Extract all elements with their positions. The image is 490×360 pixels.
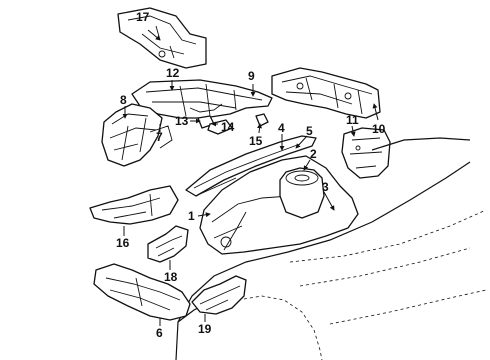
leader-1 [197, 212, 211, 218]
part-10-right-apron [271, 67, 381, 119]
part-12-upper-rail [131, 79, 273, 119]
callout-18: 18 [164, 270, 178, 284]
callout-19: 19 [198, 322, 212, 336]
part-16-lower-plate [89, 185, 179, 225]
callout-5: 5 [306, 124, 313, 138]
callout-7: 7 [156, 130, 163, 144]
callout-9: 9 [248, 69, 255, 83]
callout-4: 4 [278, 121, 285, 135]
callout-16: 16 [116, 236, 130, 250]
callout-6: 6 [156, 326, 163, 340]
part-8-front-support [101, 103, 173, 167]
callout-11: 11 [346, 113, 359, 127]
callout-3: 3 [322, 180, 329, 194]
part-18-lower-bracket [147, 225, 189, 263]
part-4-inner-rail [185, 135, 317, 197]
part-11-radiator-support [341, 127, 391, 179]
leader-10 [372, 103, 379, 121]
callout-2: 2 [310, 147, 317, 161]
leader-5 [295, 135, 308, 149]
part-19-fender-bracket [191, 275, 247, 315]
part-15-clip [255, 113, 269, 127]
leader-3 [323, 191, 335, 211]
callout-labels: 17 12 8 7 13 14 9 15 10 11 4 5 2 3 1 16 … [116, 10, 386, 340]
callout-15: 15 [249, 134, 263, 148]
callout-17: 17 [136, 10, 150, 24]
callout-12: 12 [166, 66, 180, 80]
part-6-splash-shield [93, 263, 191, 321]
leader-2 [303, 159, 311, 171]
leader-17 [147, 29, 161, 41]
callout-8: 8 [120, 93, 127, 107]
callout-10: 10 [372, 122, 386, 136]
callout-13: 13 [175, 114, 189, 128]
callout-1: 1 [188, 209, 195, 223]
part-17-upper-bracket [117, 7, 207, 69]
callout-14: 14 [221, 120, 235, 134]
leader-lines [122, 29, 379, 326]
leader-11 [350, 125, 356, 137]
part-2-shock-tower [279, 167, 325, 219]
leader-15 [257, 123, 263, 134]
